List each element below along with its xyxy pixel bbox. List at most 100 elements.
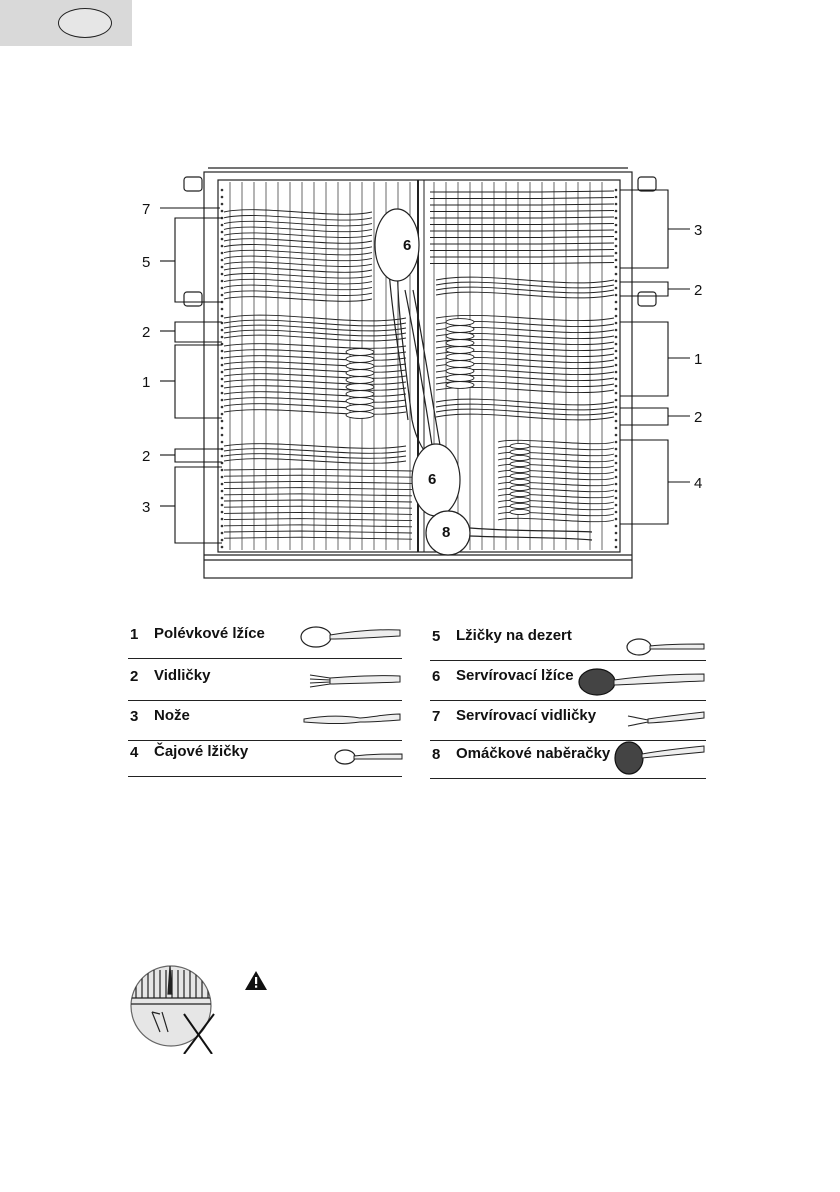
rail-dot: [221, 350, 224, 353]
legend-number: 3: [130, 708, 138, 725]
rail-dot: [221, 203, 224, 206]
legend-label: Lžičky na dezert: [456, 627, 572, 644]
teaspoon-bowl: [510, 449, 530, 454]
rail-dot: [615, 392, 618, 395]
rail-dot: [221, 399, 224, 402]
teaspoon-bowl: [510, 509, 530, 514]
legend-item-7: 7 Servírovací vidličky: [430, 702, 706, 741]
legend-item-3: 3 Nože: [128, 702, 402, 741]
legend-item-2: 2 Vidličky: [128, 662, 402, 701]
rail-dot: [615, 504, 618, 507]
spoon-bowl: [346, 384, 374, 391]
teaspoon-bowl: [510, 479, 530, 484]
rail-dot: [615, 455, 618, 458]
rail-dot: [615, 217, 618, 220]
teaspoon-bowl: [510, 497, 530, 502]
teaspoon-icon: [334, 746, 404, 768]
rail-dot: [221, 497, 224, 500]
rail-dot: [615, 238, 618, 241]
teaspoon-bowl: [510, 443, 530, 448]
teaspoon-bowl: [510, 485, 530, 490]
spoon-bowl: [346, 349, 374, 356]
callout-right-2b: 2: [694, 409, 702, 426]
rail-dot: [615, 294, 618, 297]
knife: [224, 481, 412, 483]
rail-dot: [221, 455, 224, 458]
callout-left-1: 1: [142, 374, 150, 391]
knife: [224, 469, 412, 471]
rail-dot: [221, 364, 224, 367]
legend-item-8: 8 Omáčkové naběračky: [430, 740, 706, 779]
soup-spoon: [224, 398, 406, 403]
rail-dot: [221, 420, 224, 423]
rail-dot: [615, 448, 618, 451]
legend-number: 2: [130, 668, 138, 685]
knife-icon: [302, 710, 402, 730]
rail-dot: [221, 224, 224, 227]
rail-dot: [615, 441, 618, 444]
rail-dot: [221, 357, 224, 360]
legend-number: 4: [130, 744, 138, 761]
legend-item-6: 6 Servírovací lžíce: [430, 662, 706, 701]
rail-dot: [615, 476, 618, 479]
ladle-icon: [614, 740, 706, 776]
spoon-bowl: [346, 405, 374, 412]
spoon-bowl: [346, 412, 374, 419]
rail-dot: [615, 231, 618, 234]
legend-label: Vidličky: [154, 667, 210, 684]
soup-spoon: [224, 380, 406, 385]
rail-dot: [615, 462, 618, 465]
legend-label: Polévkové lžíce: [154, 625, 265, 642]
rail-dot: [221, 280, 224, 283]
rail-dot: [221, 427, 224, 430]
rail-dot: [221, 413, 224, 416]
rail-dot: [221, 483, 224, 486]
rail-dot: [615, 434, 618, 437]
knife: [224, 488, 412, 490]
callout-right-4: 4: [694, 475, 702, 492]
legend-number: 1: [130, 626, 138, 643]
rail-dot: [615, 329, 618, 332]
soup-spoon: [224, 350, 406, 355]
rail-dot: [615, 371, 618, 374]
legend-item-1: 1 Polévkové lžíce: [128, 620, 402, 659]
rail-dot: [615, 546, 618, 549]
legend-number: 7: [432, 708, 440, 725]
knife: [224, 494, 412, 496]
rail-dot: [221, 532, 224, 535]
fork: [224, 449, 406, 454]
legend-label: Čajové lžičky: [154, 743, 248, 760]
rail-dot: [221, 336, 224, 339]
rail-dot: [615, 322, 618, 325]
soup-spoon: [224, 374, 406, 379]
rail-dot: [221, 294, 224, 297]
legend-label: Nože: [154, 707, 190, 724]
rail-dot: [615, 385, 618, 388]
soup-spoon: [224, 392, 406, 397]
callout-left-3: 3: [142, 499, 150, 516]
rail-dot: [615, 539, 618, 542]
rail-dot: [221, 490, 224, 493]
rail-dot: [221, 546, 224, 549]
callout-center-6b: 6: [428, 471, 436, 488]
fork: [224, 444, 406, 449]
rail-dot: [221, 511, 224, 514]
teaspoon-bowl: [510, 455, 530, 460]
rail-dot: [221, 476, 224, 479]
rail-dot: [615, 378, 618, 381]
rail-dot: [615, 343, 618, 346]
rail-dot: [221, 287, 224, 290]
spoon-bowl: [346, 398, 374, 405]
rail-dot: [221, 434, 224, 437]
legend-item-4: 4 Čajové lžičky: [128, 738, 402, 777]
rail-dot: [221, 238, 224, 241]
rail-dot: [615, 189, 618, 192]
soup-spoon: [224, 344, 406, 349]
rail-dot: [615, 224, 618, 227]
serving-fork-icon: [626, 708, 706, 732]
callout-center-6a: 6: [403, 237, 411, 254]
spoon-bowl: [446, 340, 474, 347]
rail-dot: [615, 308, 618, 311]
spoon-bowl: [446, 333, 474, 340]
teaspoon-bowl: [510, 467, 530, 472]
